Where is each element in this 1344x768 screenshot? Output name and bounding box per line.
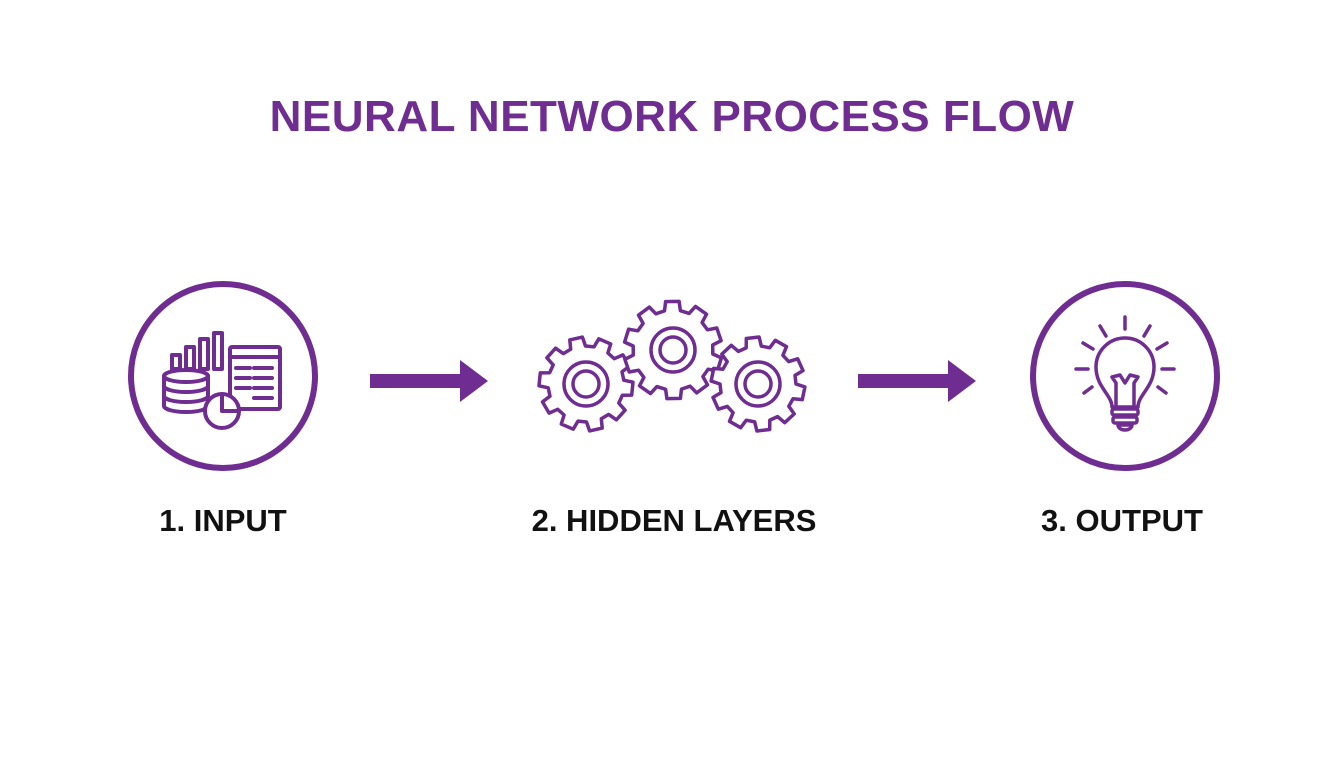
diagram-title: NEURAL NETWORK PROCESS FLOW — [269, 92, 1075, 141]
gear-left-icon — [537, 335, 635, 433]
gears-icon — [537, 299, 807, 433]
data-input-icon — [128, 281, 318, 471]
output-step-icon — [1028, 279, 1222, 473]
hidden-layers-step-icon — [536, 298, 812, 438]
flow-arrow-2 — [858, 358, 978, 404]
gear-center-icon — [622, 299, 724, 401]
input-step-icon — [126, 279, 320, 473]
step-label-input: 1. INPUT — [159, 503, 287, 538]
lightbulb-icon — [1030, 281, 1220, 471]
flow-arrow-1 — [370, 358, 490, 404]
step-label-output: 3. OUTPUT — [1041, 503, 1203, 538]
step-label-hidden-layers: 2. HIDDEN LAYERS — [531, 503, 817, 538]
gear-right-icon — [709, 335, 807, 433]
arrow-right-icon — [370, 360, 488, 402]
arrow-right-icon — [858, 360, 976, 402]
